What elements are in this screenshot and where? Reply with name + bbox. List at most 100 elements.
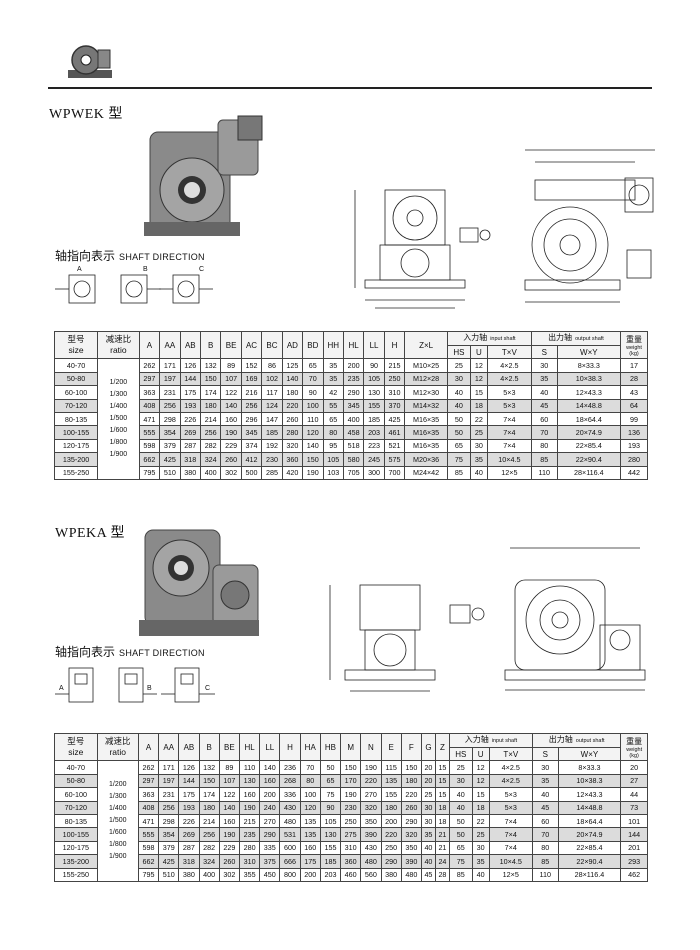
table-cell: 531 [279, 827, 301, 842]
table-cell: 102 [261, 371, 283, 387]
table-cell: 35 [530, 371, 558, 387]
table-cell: 22 [471, 813, 490, 829]
table-cell: 28 [434, 867, 450, 882]
table-cell: 412 [240, 452, 263, 467]
table-cell: 43 [620, 385, 648, 400]
header-weight-en: weight [626, 344, 642, 351]
table-cell: 425 [159, 452, 181, 467]
table-cell: M20×36 [404, 452, 448, 467]
table-cell: 12 [469, 371, 488, 387]
gearbox-photo-wpeka [139, 529, 259, 636]
table-cell: 190 [238, 800, 261, 815]
table-cell: 89 [220, 358, 242, 373]
table-cell: 25 [420, 787, 436, 802]
table-cell: 175 [178, 787, 200, 802]
table-cell: 155 [319, 840, 342, 856]
table-cell: 40 [532, 787, 559, 802]
table-cell: 126 [178, 760, 200, 775]
gearbox-logo-icon [68, 45, 112, 78]
table-cell: 80 [322, 425, 344, 440]
table-cell: 180 [198, 800, 220, 815]
table-cell: 296 [240, 411, 263, 427]
header-input-cn: 入力轴 [463, 333, 488, 342]
table-cell: 80 [532, 840, 559, 856]
table-cell: 318 [179, 452, 201, 467]
table-cell: 705 [342, 465, 365, 480]
table-cell: 5×3 [486, 398, 532, 413]
ratio-value: 1/600 [108, 829, 127, 837]
table-cell: 170 [340, 773, 362, 789]
table-cell: 117 [261, 385, 283, 400]
table-cell: 662 [138, 452, 161, 467]
header-dim: BE [220, 330, 242, 360]
table-cell: 105 [363, 371, 385, 387]
table-cell: 580 [342, 452, 365, 467]
table-cell: 430 [279, 800, 301, 815]
table-cell: 471 [138, 411, 161, 427]
header-dim: LL [363, 330, 385, 360]
header-dim: AB [179, 330, 201, 360]
table-cell: 12×43.3 [556, 385, 622, 400]
table-cell: 290 [400, 813, 422, 829]
table-cell: 99 [620, 411, 648, 427]
table-cell: 180 [400, 773, 422, 789]
table-cell: 20 [420, 760, 436, 775]
table-cell: 20×74.9 [556, 425, 622, 440]
header-dim: AD [281, 330, 304, 360]
table-cell: 12 [471, 773, 490, 789]
table-cell: 65 [446, 438, 471, 454]
table-cell: 25 [469, 425, 488, 440]
table-cell: 27 [620, 773, 648, 789]
table-cell: 354 [159, 425, 181, 440]
table-cell: 10×38.3 [556, 371, 622, 387]
table-cell: 155 [363, 398, 385, 413]
table-cell: 101 [620, 813, 648, 829]
header-weight-en: weight [626, 746, 643, 753]
table-cell: 190 [360, 760, 382, 775]
table-cell: 135 [299, 827, 321, 842]
header-dim: LL [259, 732, 281, 762]
table-cell: 4×2.5 [486, 358, 532, 373]
shaft-direction-en: SHAFT DIRECTION [119, 252, 205, 262]
table-cell: 302 [218, 867, 240, 882]
table-cell: 293 [620, 854, 648, 869]
table-cell: 200 [259, 787, 281, 802]
table-cell: 180 [199, 398, 222, 413]
header-weight-cn: 重量 [626, 736, 643, 746]
shaft-label-b: B [147, 685, 152, 692]
header-dim: F [400, 732, 422, 762]
table-cell: 560 [360, 867, 382, 882]
cell-size: 60-100 [53, 385, 99, 400]
table-cell: 28×116.4 [557, 867, 622, 882]
table-cell: 86 [261, 358, 283, 373]
table-cell: 226 [178, 813, 200, 829]
table-cell: 180 [281, 385, 304, 400]
table-cell: 18 [434, 813, 450, 829]
header-dim: N [360, 732, 382, 762]
table-cell: 269 [178, 827, 200, 842]
table-cell: 231 [158, 787, 180, 802]
table-cell: 140 [281, 371, 304, 387]
table-cell: 7×4 [486, 425, 532, 440]
table-cell: 256 [199, 425, 222, 440]
table-cell: 25 [448, 760, 473, 775]
header-model-cn: 型号 [67, 736, 85, 747]
table-cell: 40 [469, 465, 488, 480]
header-output-en: output shaft [575, 738, 605, 744]
table-cell: 335 [259, 840, 281, 856]
header-model-cn: 型号 [67, 334, 85, 345]
table-cell: 80 [530, 438, 558, 454]
table-cell: 700 [383, 465, 406, 480]
table-cell: 200 [299, 867, 321, 882]
table-cell: 175 [299, 854, 321, 869]
table-cell: 150 [302, 452, 324, 467]
table-cell: 105 [319, 813, 342, 829]
header-input-col: U [469, 344, 488, 360]
table-cell: 190 [220, 425, 242, 440]
